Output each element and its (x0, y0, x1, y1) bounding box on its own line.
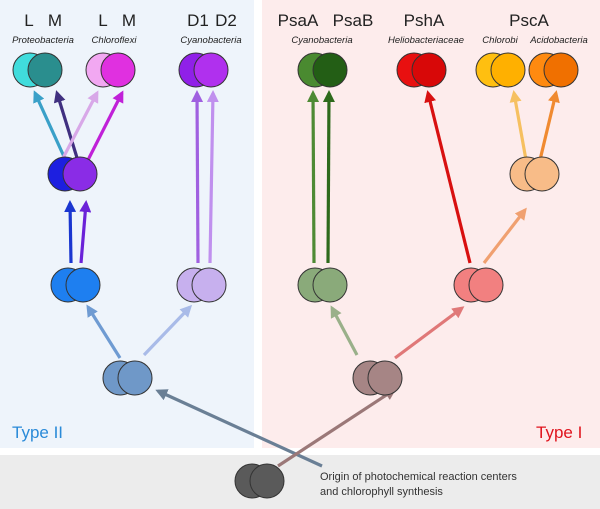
node-acidobacteria-right-circle (543, 52, 579, 88)
node-psa-ancestor-right-circle (312, 267, 348, 303)
label-chloroflexi-l: L (98, 11, 107, 30)
type-i-label: Type I (536, 423, 582, 442)
arrow-type1-to-split (394, 306, 465, 360)
label-psab: PsaB (333, 11, 374, 30)
node-lm-pair-right-circle (62, 156, 98, 192)
node-d-ancestor-right-circle (191, 267, 227, 303)
arrow-split-to-psha (424, 90, 472, 264)
node-cyanobacteria-d-right-circle (193, 52, 229, 88)
arrow-d-to-d2 (206, 90, 219, 264)
arrow-pair-to-chloroflexi-m (86, 90, 124, 161)
arrow-type2-to-d (142, 304, 193, 357)
node-lm-ancestor-right-circle (65, 267, 101, 303)
node-type1-split-right-circle (468, 267, 504, 303)
taxon-acidobacteria: Acidobacteria (529, 35, 588, 46)
label-psha: PshA (404, 11, 445, 30)
taxon-heliobacteriaceae: Heliobacteriaceae (388, 35, 464, 46)
label-psca: PscA (509, 11, 549, 30)
taxon-proteobacteria: Proteobacteria (12, 35, 74, 46)
arrow-type2-to-lm (86, 304, 122, 359)
node-origin-right-circle (249, 463, 285, 499)
node-chlorobi-right-circle (490, 52, 526, 88)
arrow-pair-to-proteo-l (33, 90, 68, 162)
arrow-psca-to-chlorobi (509, 90, 528, 161)
taxon-chloroflexi: Chloroflexi (92, 35, 138, 46)
origin-text-line1: Origin of photochemical reaction centers (320, 471, 517, 483)
node-psca-ancestor-right-circle (524, 156, 560, 192)
taxon-chlorobi: Chlorobi (482, 35, 518, 46)
origin-footer-band (0, 455, 600, 509)
node-psha-right-circle (411, 52, 447, 88)
reaction-center-nodes (12, 52, 579, 499)
origin-text-line2: and chlorophyll synthesis (320, 486, 443, 498)
arrow-d-to-d1 (191, 90, 204, 264)
label-chloroflexi-m: M (122, 11, 136, 30)
arrow-pair-to-chloroflexi-l (60, 90, 99, 161)
label-proteobacteria-m: M (48, 11, 62, 30)
node-psa-right-circle (312, 52, 348, 88)
type-ii-label: Type II (12, 423, 63, 442)
arrow-type1-to-psa (330, 305, 359, 356)
label-d1: D1 (187, 11, 209, 30)
arrow-origin-to-type1 (277, 388, 397, 468)
arrow-split-to-psca (482, 207, 527, 264)
taxon-cyanobacteria-type1: Cyanobacteria (291, 35, 352, 46)
evolution-arrows (33, 90, 560, 468)
node-type1-ancestor-right-circle (367, 360, 403, 396)
taxon-cyanobacteria-type2: Cyanobacteria (180, 35, 241, 46)
arrow-pair-to-proteo-m (53, 90, 80, 162)
label-proteobacteria-l: L (24, 11, 33, 30)
arrow-lm-to-pair-left (64, 200, 77, 264)
node-proteobacteria-right-circle (27, 52, 63, 88)
node-type2-ancestor-right-circle (117, 360, 153, 396)
node-chloroflexi-right-circle (100, 52, 136, 88)
label-psaa: PsaA (278, 11, 319, 30)
arrow-psa-to-psaa (307, 90, 320, 264)
arrow-psa-to-psab (322, 90, 335, 264)
arrow-lm-to-pair-right (79, 200, 92, 264)
label-d2: D2 (215, 11, 237, 30)
arrow-psca-to-acidobacteria (538, 90, 560, 161)
